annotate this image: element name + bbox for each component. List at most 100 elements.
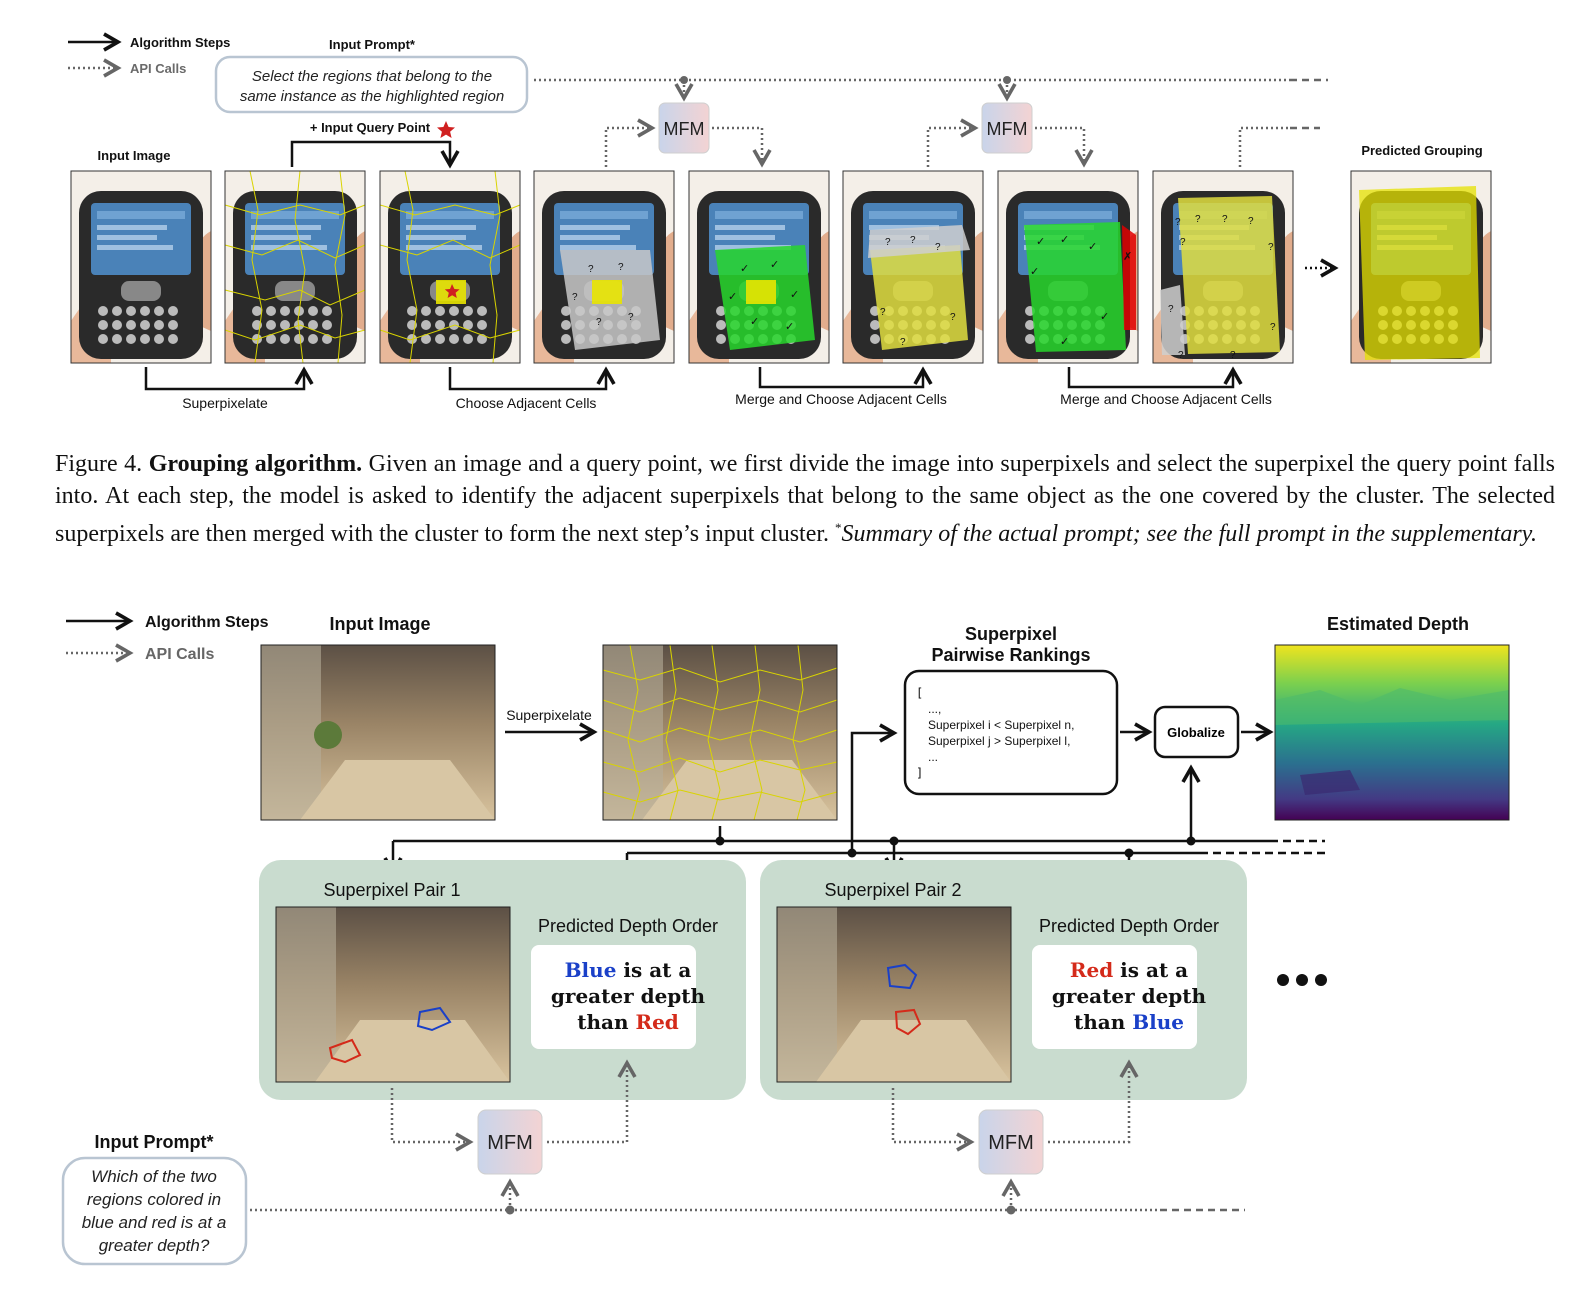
pair2-order-line2: greater depth	[1052, 984, 1207, 1008]
step-image-3	[379, 170, 521, 364]
svg-text:?: ?	[1175, 217, 1181, 228]
step-image-6: ??????	[842, 170, 984, 364]
input-prompt-title: Input Prompt*	[329, 37, 416, 52]
query-star-icon	[437, 121, 455, 138]
step-image-2	[224, 170, 366, 364]
rankings-line-3: Superpixel j > Superpixel l,	[928, 734, 1070, 748]
svg-text:✓: ✓	[1030, 266, 1039, 278]
globalize-label: Globalize	[1167, 725, 1225, 740]
rankings-title-line1: Superpixel	[965, 624, 1057, 644]
rankings-line-2: Superpixel i < Superpixel n,	[928, 718, 1074, 732]
rankings-box	[903, 669, 1119, 796]
caption-body: Given an image and a query point, we fir…	[55, 451, 1556, 547]
input-image-label: Input Image	[98, 148, 171, 163]
mfm-label-2: MFM	[987, 119, 1028, 139]
figure-caption: Figure 4. Grouping algorithm. Given an i…	[55, 448, 1555, 550]
mfm-box-4	[978, 1109, 1044, 1175]
svg-text:?: ?	[880, 307, 886, 318]
legend-api-calls-2: API Calls	[145, 646, 214, 663]
pair1-image	[275, 906, 511, 1083]
svg-text:✓: ✓	[790, 289, 799, 301]
svg-text:✓: ✓	[785, 321, 794, 333]
svg-text:✓: ✓	[728, 291, 737, 303]
svg-text:✓: ✓	[1100, 311, 1109, 323]
mfm-label-1: MFM	[664, 119, 705, 139]
more-pairs-ellipsis	[1277, 974, 1327, 986]
input-prompt2-line2: regions colored in	[87, 1190, 221, 1209]
step-label-4: Merge and Choose Adjacent Cells	[1060, 391, 1272, 407]
step-image-1	[70, 170, 212, 364]
input-prompt-box-2	[61, 1156, 248, 1266]
pair1-title: Superpixel Pair 1	[323, 880, 460, 900]
svg-text:✓: ✓	[1036, 236, 1045, 248]
svg-text:?: ?	[588, 264, 594, 275]
pair2-order-line1: Red is at a	[1070, 958, 1188, 982]
pair1-order-line1: Blue is at a	[565, 958, 692, 982]
estimated-depth-map	[1274, 644, 1510, 821]
rankings-line-0: [	[916, 686, 923, 700]
query-point-label: + Input Query Point	[310, 120, 431, 135]
svg-text:?: ?	[596, 317, 602, 328]
svg-text:?: ?	[950, 312, 956, 323]
input-prompt2-line1: Which of the two	[91, 1167, 217, 1186]
step-label-1: Superpixelate	[182, 395, 268, 411]
step-image-7: ✓ ✓ ✓ ✓ ✓ ✓ ✗	[997, 170, 1139, 364]
svg-text:?: ?	[1178, 350, 1184, 361]
mfm-box-2	[981, 102, 1033, 154]
step-label-2: Choose Adjacent Cells	[456, 395, 597, 411]
rankings-title-line2: Pairwise Rankings	[931, 645, 1090, 665]
caption-footnote: Summary of the actual prompt; see the fu…	[841, 521, 1538, 547]
step-image-4: ?????	[533, 170, 675, 364]
svg-text:?: ?	[572, 292, 578, 303]
svg-text:?: ?	[1168, 304, 1174, 315]
caption-footnote-mark: *	[835, 520, 842, 535]
svg-text:✗: ✗	[1123, 251, 1132, 263]
svg-text:✓: ✓	[1060, 336, 1069, 348]
input-prompt2-line4: greater depth?	[99, 1236, 210, 1255]
pair1-order-title: Predicted Depth Order	[538, 916, 718, 936]
rankings-line-4: ...	[928, 750, 938, 764]
pair1-order-box	[531, 945, 696, 1049]
rankings-line-1: ...,	[928, 702, 941, 716]
svg-text:?: ?	[900, 337, 906, 348]
superpixelate-label: Superpixelate	[506, 707, 592, 723]
estimated-depth-label: Estimated Depth	[1327, 614, 1469, 634]
room-input-image	[260, 644, 496, 821]
room-superpixel-image	[602, 644, 838, 821]
step-image-8: ??????????	[1152, 170, 1294, 364]
svg-text:✓: ✓	[740, 263, 749, 275]
predicted-grouping-label: Predicted Grouping	[1361, 143, 1482, 158]
caption-title: Grouping algorithm.	[148, 451, 363, 477]
input-prompt-line2: same instance as the highlighted region	[240, 88, 504, 105]
svg-text:?: ?	[1248, 216, 1254, 227]
svg-text:?: ?	[885, 237, 891, 248]
svg-text:✓: ✓	[770, 259, 779, 271]
figure5: Algorithm Steps API Calls Input Image Su…	[61, 611, 1510, 1266]
mfm-label-3: MFM	[487, 1132, 533, 1154]
mfm-label-4: MFM	[988, 1132, 1034, 1154]
svg-text:?: ?	[1180, 237, 1186, 248]
svg-text:✓: ✓	[1088, 241, 1097, 253]
svg-text:?: ?	[628, 312, 634, 323]
rankings-line-5: ]	[916, 766, 923, 780]
svg-text:✓: ✓	[750, 316, 759, 328]
pair2-order-box	[1032, 945, 1197, 1049]
predicted-grouping-image	[1350, 170, 1492, 364]
input-prompt-box	[214, 55, 529, 114]
legend-algorithm-steps: Algorithm Steps	[130, 35, 230, 50]
pair2-image	[776, 906, 1012, 1083]
mfm-box-1	[658, 102, 710, 154]
pair2-order-line3: than Blue	[1074, 1010, 1184, 1034]
svg-text:?: ?	[910, 235, 916, 246]
caption-prefix: Figure 4.	[55, 451, 143, 477]
svg-text:?: ?	[1230, 350, 1236, 361]
legend-api-calls: API Calls	[130, 61, 186, 76]
svg-text:?: ?	[1270, 322, 1276, 333]
globalize-box	[1153, 705, 1240, 759]
svg-text:✓: ✓	[1060, 234, 1069, 246]
input-image-label-2: Input Image	[329, 614, 430, 634]
pair2-order-title: Predicted Depth Order	[1039, 916, 1219, 936]
legend: Algorithm Steps API Calls	[68, 32, 230, 78]
input-prompt-line1: Select the regions that belong to the	[252, 68, 492, 85]
